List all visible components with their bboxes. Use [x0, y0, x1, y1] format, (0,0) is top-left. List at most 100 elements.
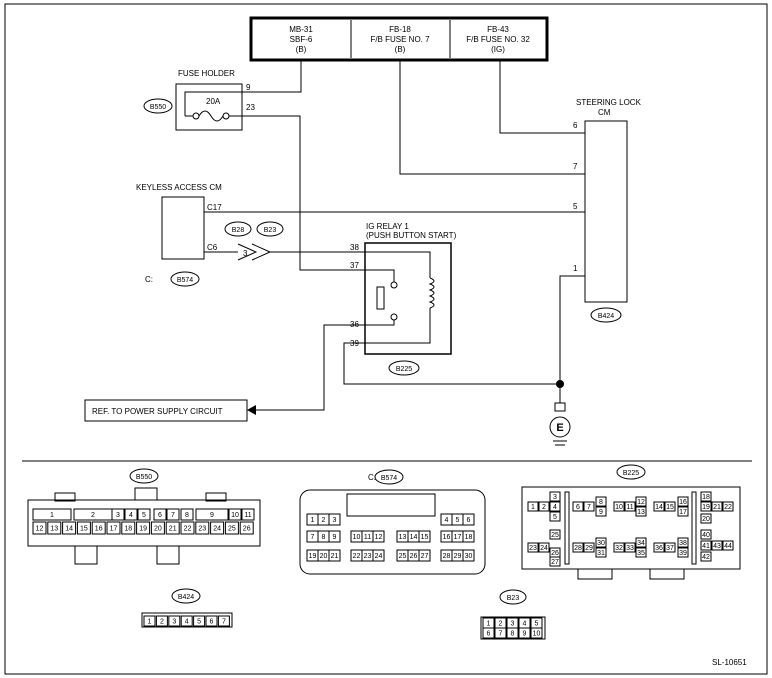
b574-pin-28-label: 28 — [443, 553, 451, 560]
fuse-holder-title: FUSE HOLDER — [178, 69, 235, 78]
steering-lock-pin-6: 6 — [573, 121, 578, 130]
b225-pin-1: 1 — [527, 501, 539, 512]
ground-symbol: E — [549, 380, 571, 446]
b225-pin-8-label: 8 — [599, 499, 603, 506]
b225-pin-41: 41 — [700, 540, 712, 551]
b225-pin-8: 8 — [595, 496, 607, 507]
b574-pin-15: 15 — [418, 530, 431, 543]
b550-pin-1-label: 1 — [50, 512, 54, 519]
b550-pin-18: 18 — [121, 521, 136, 535]
b574-pin-3-label: 3 — [333, 517, 337, 524]
b424-pin-6-label: 6 — [210, 619, 214, 626]
b550-pin-22: 22 — [180, 521, 195, 535]
b550-pin-12: 12 — [32, 521, 47, 535]
steering-lock-pin-1: 1 — [573, 264, 578, 273]
b225-pin-5-label: 5 — [553, 514, 557, 521]
steering-lock-connector: B424 — [598, 313, 614, 320]
fuse-1-line3: (B) — [296, 45, 307, 54]
b225-pin-42-label: 42 — [702, 554, 710, 561]
b574-pin-23-label: 23 — [364, 553, 372, 560]
b574-pin-14-label: 14 — [410, 534, 418, 541]
b225-pin-28: 28 — [572, 542, 584, 553]
ref-text: REF. TO POWER SUPPLY CIRCUIT — [92, 407, 223, 416]
b550-pin-21: 21 — [165, 521, 180, 535]
b225-pin-39-label: 39 — [679, 550, 687, 557]
b225-pin-40: 40 — [700, 529, 712, 540]
inline-connector-left: B28 — [232, 227, 245, 234]
b225-pin-41-label: 41 — [702, 543, 710, 550]
b550-pin-5: 5 — [137, 508, 151, 521]
b550-pin-14-label: 14 — [65, 526, 73, 533]
b574-pin-12: 12 — [372, 530, 385, 543]
ref-power-supply: REF. TO POWER SUPPLY CIRCUIT — [84, 399, 256, 422]
b550-pin-6: 6 — [153, 508, 167, 521]
b225-pin-29: 29 — [583, 542, 595, 553]
b574-prefix: C: — [368, 473, 376, 482]
b225-pin-15-label: 15 — [666, 504, 674, 511]
b23-pin-6: 6 — [482, 627, 495, 639]
b225-pin-5: 5 — [549, 511, 561, 522]
b550-pin-12-label: 12 — [36, 526, 44, 533]
b550-pin-17: 17 — [106, 521, 121, 535]
b574-pin-7-label: 7 — [311, 534, 315, 541]
b550-pin-10-label: 10 — [231, 512, 239, 519]
steering-lock-pin-7: 7 — [573, 162, 578, 171]
b225-pin-14: 14 — [653, 501, 665, 512]
b225-pin-14-label: 14 — [655, 504, 663, 511]
b574-pin-1-label: 1 — [311, 517, 315, 524]
b550-pin-22-label: 22 — [184, 526, 192, 533]
b550-pin-7-label: 7 — [171, 512, 175, 519]
b550-pin-26-label: 26 — [243, 526, 251, 533]
keyless-connector-prefix: C: — [145, 275, 153, 284]
b550-pin-15: 15 — [76, 521, 91, 535]
keyless-pin-c17: C17 — [207, 203, 222, 212]
b550-pin-1: 1 — [32, 508, 72, 521]
b23-label: B23 — [507, 595, 520, 602]
b574-pin-5-label: 5 — [456, 517, 460, 524]
b574-pin-15-label: 15 — [421, 534, 429, 541]
ig-relay-pin-37: 37 — [350, 261, 359, 270]
keyless-title: KEYLESS ACCESS CM — [136, 183, 222, 192]
b574-pin-17-label: 17 — [454, 534, 462, 541]
b23-pin-5-label: 5 — [535, 621, 539, 628]
b225-pin-20-label: 20 — [702, 516, 710, 523]
b574-pin-30: 30 — [462, 549, 475, 562]
b225-pin-18-label: 18 — [702, 494, 710, 501]
b550-pin-18-label: 18 — [124, 526, 132, 533]
b574-pin-27: 27 — [418, 549, 431, 562]
b225-pin-10-label: 10 — [615, 504, 623, 511]
b424-pin-2-label: 2 — [160, 619, 164, 626]
b550-pin-7: 7 — [166, 508, 180, 521]
wires — [204, 60, 585, 411]
b225-pin-24: 24 — [538, 542, 550, 553]
b424-pin-5-label: 5 — [197, 619, 201, 626]
b225-pin-25: 25 — [549, 529, 561, 540]
fuse-box: MB-31 SBF-6 (B) FB-18 F/B FUSE NO. 7 (B)… — [249, 16, 549, 62]
b550-pin-17-label: 17 — [110, 526, 118, 533]
keyless-connector: B574 — [177, 277, 193, 284]
b225-pin-24-label: 24 — [540, 545, 548, 552]
fuse-2-line2: F/B FUSE NO. 7 — [370, 35, 430, 44]
b424-pin-4-label: 4 — [185, 619, 189, 626]
keyless-access-cm: KEYLESS ACCESS CM C17 C6 C: B574 — [136, 183, 222, 287]
b424-label: B424 — [178, 594, 194, 601]
b550-pin-11-label: 11 — [244, 512, 251, 519]
ground-label: E — [556, 422, 563, 434]
b225-pin-44-label: 44 — [724, 543, 732, 550]
b550-label: B550 — [136, 474, 152, 481]
b225-pin-4: 4 — [549, 501, 561, 512]
fuse-rating: 20A — [206, 97, 221, 106]
b225-pin-36-label: 36 — [655, 545, 663, 552]
b225-pin-20: 20 — [700, 513, 712, 524]
b225-pin-38: 38 — [677, 537, 689, 548]
b550-pin-5-label: 5 — [142, 512, 146, 519]
ig-relay-title-1: IG RELAY 1 — [366, 222, 409, 231]
b424-pin-7-label: 7 — [222, 619, 226, 626]
b23-pin-9: 9 — [518, 627, 531, 639]
b225-pin-31: 31 — [595, 547, 607, 558]
ig-relay-pin-39: 39 — [350, 339, 359, 348]
